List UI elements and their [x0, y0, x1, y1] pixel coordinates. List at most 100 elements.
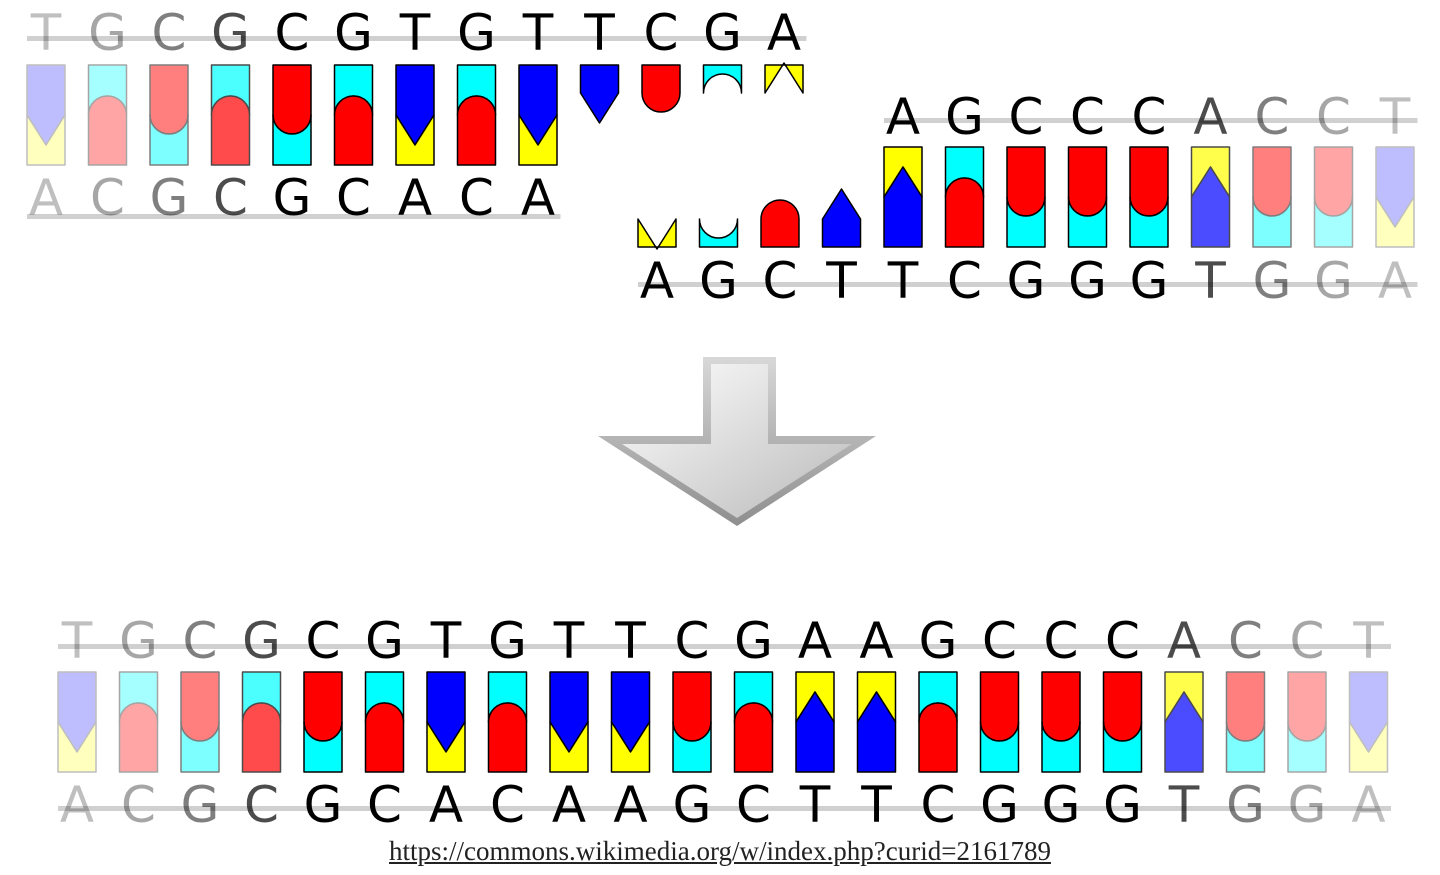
top-strand-letter: G [365, 612, 404, 670]
bottom-strand-letter: A [60, 776, 94, 834]
base-pair-G-C [733, 671, 774, 773]
nucleotide-G [1287, 721, 1327, 773]
base-pair-T-A [1348, 671, 1389, 773]
nucleotide-G [1006, 196, 1046, 248]
top-strand-letter: G [945, 88, 984, 146]
base-pair-T-A [549, 671, 589, 773]
base-pair-A-T [1164, 671, 1204, 773]
bottom-strand-letter: T [860, 776, 892, 834]
nucleotide-A [395, 114, 435, 166]
bottom-strand-letter: G [1103, 776, 1142, 834]
backbone-shadow [884, 118, 1418, 123]
nucleotide-A [26, 114, 66, 166]
top-strand-letter: C [152, 4, 187, 62]
top-strand-letter: C [1316, 88, 1351, 146]
nucleotide-C [1102, 671, 1143, 742]
top-strand-letter: C [1044, 612, 1079, 670]
nucleotide-A [610, 721, 651, 773]
base-pair-C-G [1287, 671, 1327, 773]
base-pair-T-A [1375, 146, 1415, 248]
bottom-strand-letter: G [1130, 252, 1169, 310]
top-strand-letter: G [334, 4, 373, 62]
nucleotide-C [210, 95, 251, 166]
bottom-strand-letter: C [336, 169, 371, 227]
top-strand-letter: G [88, 4, 127, 62]
top-strand-letter: T [61, 612, 93, 670]
nucleotide-C [1252, 146, 1292, 217]
top-strand-letter: G [703, 4, 742, 62]
base-pair-T-A [518, 64, 558, 166]
nucleotide-C [118, 702, 159, 773]
base-pair-C-G [672, 671, 712, 773]
base-pair-T-A [426, 671, 466, 773]
ligated-dna: TAGCCGGCCGGCTAGCTATACGGCATATGCCGCGCGATCG… [57, 612, 1391, 834]
nucleotide-T [883, 166, 923, 248]
nucleotide-G [702, 64, 743, 94]
bottom-strand-letter: T [825, 252, 857, 310]
bottom-strand-letter: A [640, 252, 674, 310]
nucleotide-G [180, 721, 220, 773]
nucleotide-C [1225, 671, 1266, 742]
top-strand-letter: C [1132, 88, 1167, 146]
nucleotide-G [1252, 196, 1292, 248]
top-strand-letter: C [275, 4, 310, 62]
bottom-strand-letter: G [1253, 252, 1292, 310]
bottom-strand-letter: T [1168, 776, 1200, 834]
base-pair-T-A [610, 671, 651, 773]
base-pair-G-C [456, 64, 497, 166]
top-strand-letter: C [1290, 612, 1325, 670]
source-link[interactable]: https://commons.wikimedia.org/w/index.ph… [389, 836, 1051, 866]
base-pair-A-T [1190, 146, 1231, 248]
backbone-shadow [27, 36, 807, 41]
base-pair-G-C [487, 671, 528, 773]
nucleotide-C [241, 702, 282, 773]
top-strand-letter: C [644, 4, 679, 62]
base-pair-C-G [1313, 146, 1354, 248]
base-pair-A-T [883, 146, 923, 248]
top-strand-letter: G [457, 4, 496, 62]
nucleotide-A [549, 721, 589, 773]
nucleotide-G [1129, 196, 1169, 248]
nucleotide-A [518, 114, 558, 166]
nucleotide-C [672, 671, 712, 742]
nucleotide-C [641, 64, 681, 113]
nucleotide-C [303, 671, 343, 742]
nucleotide-C [733, 702, 774, 773]
top-strand-letter: T [430, 612, 462, 670]
base-pair-G-C [210, 64, 251, 166]
nucleotide-C [180, 671, 220, 742]
bottom-strand-letter: G [1007, 252, 1046, 310]
nucleotide-T [1164, 691, 1204, 773]
nucleotide-G [118, 671, 159, 723]
bottom-strand-letter: G [304, 776, 343, 834]
nucleotide-T [57, 671, 97, 753]
nucleotide-A [1348, 721, 1389, 773]
top-strand-letter: A [767, 4, 801, 62]
base-pair-C-G [979, 671, 1020, 773]
base-pair-G-C [241, 671, 282, 773]
top-strand-letter: C [675, 612, 710, 670]
base-pair-C-G [1102, 671, 1143, 773]
backbone-shadow [58, 806, 1391, 811]
nucleotide-C [760, 199, 800, 248]
bottom-strand-letter: C [244, 776, 279, 834]
nucleotide-G [1102, 721, 1143, 773]
top-strand-letter: C [183, 612, 218, 670]
bottom-strand-letter: C [213, 169, 248, 227]
top-strand-letter: A [1193, 88, 1227, 146]
nucleotide-G [1313, 196, 1354, 248]
base-pair-C-G [1067, 146, 1108, 248]
top-strand-letter: C [1228, 612, 1263, 670]
bottom-strand-letter: G [181, 776, 220, 834]
nucleotide-C [1313, 146, 1354, 217]
top-strand-letter: A [1167, 612, 1201, 670]
top-strand-letter: C [1255, 88, 1290, 146]
base-pair-G-C [918, 671, 958, 773]
bottom-strand-letter: A [552, 776, 586, 834]
base-pair-A-T [795, 671, 835, 773]
nucleotide-C [918, 702, 958, 773]
nucleotide-C [272, 64, 312, 135]
nucleotide-C [456, 95, 497, 166]
base-pair-C-G [303, 671, 343, 773]
